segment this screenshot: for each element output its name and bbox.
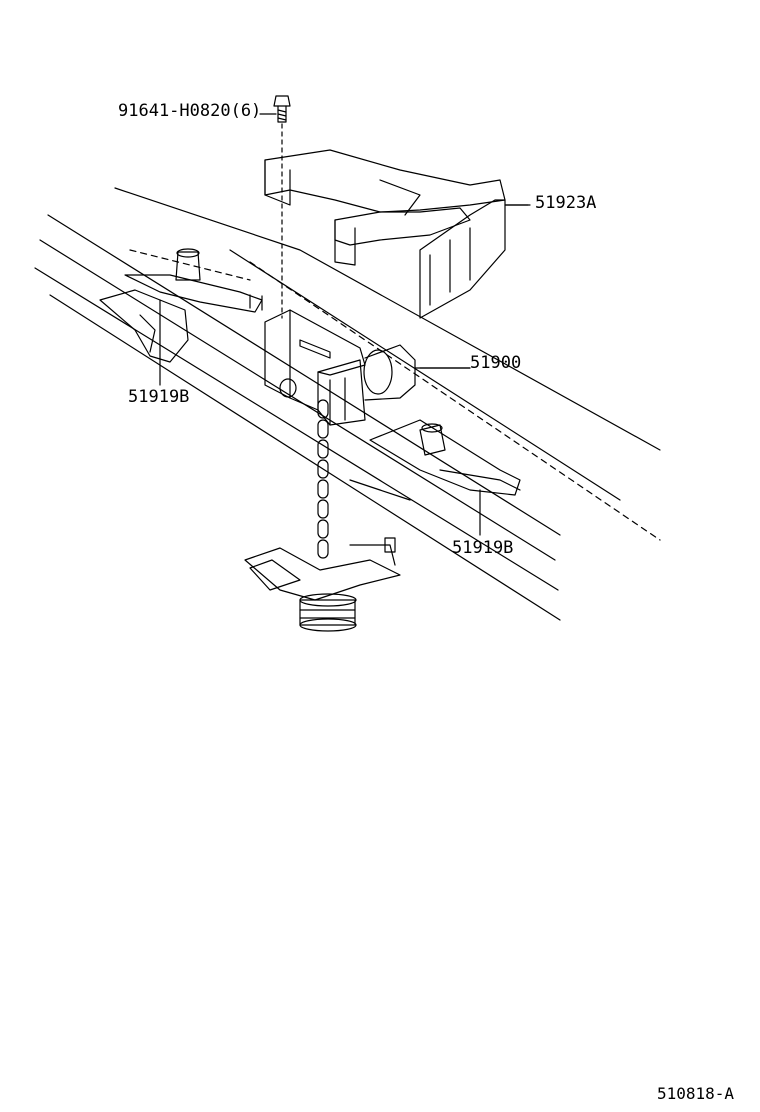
spare-wheel-carrier-part-number: 51900 xyxy=(470,353,522,373)
frame-rail-left xyxy=(34,214,561,621)
wheel-hanger xyxy=(244,537,401,632)
right-bracket-part-number: 51919B xyxy=(452,538,514,558)
bracket-51919b-left xyxy=(99,248,263,386)
bolt-part-number: 91641-H0820(6) xyxy=(118,101,262,121)
carrier-bracket-51923a xyxy=(264,149,529,319)
leader-lines xyxy=(419,204,531,369)
bracket-51919b-right xyxy=(349,419,521,536)
left-bracket-part-number: 51919B xyxy=(128,387,190,407)
carrier-bracket-part-number: 51923A xyxy=(535,193,597,213)
frame-rail-right xyxy=(114,187,661,541)
lift-chain xyxy=(317,399,329,559)
diagram-reference-code: 510818-A xyxy=(657,1084,735,1103)
bolt-icon xyxy=(259,95,291,319)
